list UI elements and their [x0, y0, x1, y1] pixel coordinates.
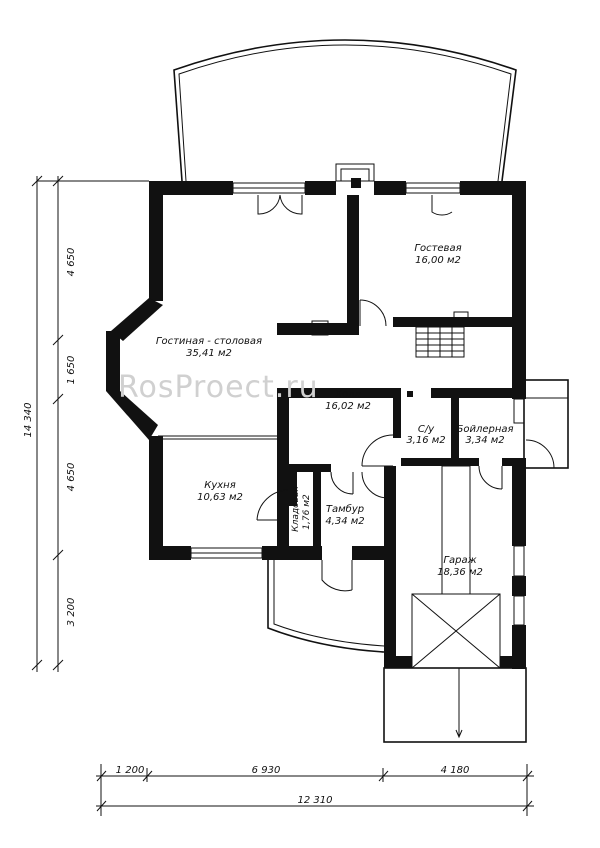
boiler-area: 3,34 м2 [465, 435, 504, 446]
dim-horizontal-3: 4 180 [441, 765, 470, 776]
watermark: RosProect.ru [118, 370, 319, 405]
dim-vertical-1: 4 650 [66, 248, 77, 277]
guest-room-name: Гостевая [414, 243, 461, 254]
dim-vertical-2: 1 650 [66, 356, 77, 385]
vertical-dimensions: 4 650 1 650 4 650 3 200 14 340 [23, 175, 149, 672]
dim-vertical-total: 14 340 [23, 403, 34, 438]
dim-vertical-4: 3 200 [66, 598, 77, 627]
living-room-name: Гостиная - столовая [156, 336, 262, 347]
hall-name: Холл [334, 389, 361, 400]
right-annex [523, 379, 569, 469]
pantry-area: 1,76 м2 [302, 494, 312, 530]
hall-area: 16,02 м2 [325, 401, 371, 412]
garage-area: 18,36 м2 [437, 567, 483, 578]
horizontal-dimensions: 1 200 6 930 4 180 12 310 [96, 764, 534, 816]
vestibule-area: 4,34 м2 [325, 516, 364, 527]
wc-area: 3,16 м2 [406, 435, 445, 446]
staircase [415, 311, 469, 358]
boiler-name: Бойлерная [456, 424, 513, 435]
dim-horizontal-2: 6 930 [252, 765, 281, 776]
kitchen-name: Кухня [204, 480, 236, 491]
guest-room-area: 16,00 м2 [415, 255, 461, 266]
dim-horizontal-1: 1 200 [116, 765, 145, 776]
dim-horizontal-total: 12 310 [298, 795, 333, 806]
dim-vertical-3: 4 650 [66, 463, 77, 492]
exterior-walls [106, 181, 526, 669]
kitchen-area: 10,63 м2 [197, 492, 243, 503]
doors [256, 163, 555, 669]
garage-apron [383, 667, 527, 743]
top-terrace [173, 39, 517, 182]
garage-name: Гараж [443, 555, 476, 566]
room-labels: Гостиная - столовая 35,41 м2 Гостевая 16… [156, 243, 514, 578]
windows [107, 182, 525, 626]
bottom-left-terrace [267, 556, 385, 653]
vestibule-name: Тамбур [326, 503, 364, 515]
wc-name: С/у [418, 424, 435, 435]
living-room-area: 35,41 м2 [186, 348, 232, 359]
pantry-name: Кладовая [291, 486, 301, 532]
